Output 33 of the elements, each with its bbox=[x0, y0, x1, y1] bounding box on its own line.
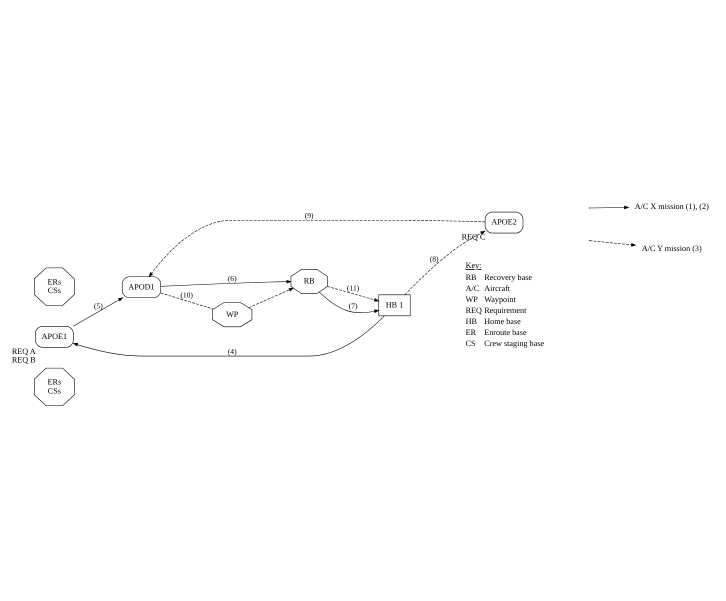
label: Requirement bbox=[484, 306, 526, 315]
arrow bbox=[326, 286, 379, 302]
arrow bbox=[318, 291, 380, 313]
node-box: APOE2 bbox=[484, 211, 523, 233]
label: Waypoint bbox=[484, 294, 516, 304]
label: HB bbox=[465, 316, 476, 326]
label: Enroute base bbox=[484, 328, 526, 337]
node-box: APOD1 bbox=[121, 276, 160, 298]
arrow bbox=[72, 296, 123, 326]
label: Aircraft bbox=[484, 283, 510, 292]
label: A/C bbox=[465, 283, 479, 292]
arrow bbox=[404, 230, 486, 295]
label: REQ bbox=[465, 306, 482, 315]
node-label: REQ B bbox=[11, 355, 36, 364]
label: WP bbox=[465, 294, 478, 304]
label: ER bbox=[465, 328, 476, 337]
arrow bbox=[160, 279, 292, 286]
node-box: APOE1 bbox=[34, 326, 74, 348]
label: CS bbox=[465, 338, 476, 348]
label: Recovery base bbox=[484, 272, 532, 282]
label: Home base bbox=[484, 316, 520, 326]
arrow bbox=[72, 315, 384, 356]
arrow bbox=[148, 219, 485, 277]
legend-label: A/C Y mission (3) bbox=[641, 243, 702, 252]
label: RB bbox=[465, 272, 476, 282]
legend-label: A/C X mission (1), (2) bbox=[634, 201, 708, 210]
connector bbox=[160, 292, 214, 309]
arrow bbox=[248, 287, 294, 308]
label: Crew staging base bbox=[484, 338, 544, 348]
node-label: REQ A bbox=[11, 346, 36, 356]
label: Key: bbox=[465, 260, 481, 270]
node-label: REQ C bbox=[461, 232, 485, 242]
node-box: HB 1 bbox=[378, 294, 410, 316]
